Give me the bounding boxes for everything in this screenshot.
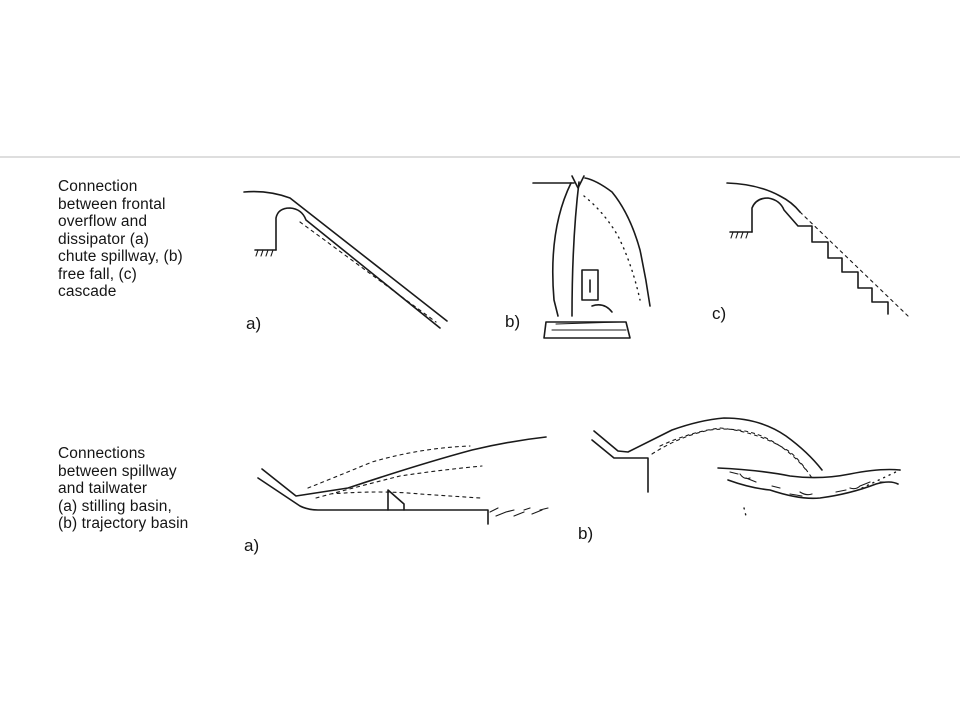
tailwater-surface: [717, 467, 901, 479]
trajectory-jet-spray: [651, 427, 813, 479]
top-caption-line: between frontal: [58, 195, 166, 213]
trajectory-basin-drawing: [591, 417, 901, 517]
cascade-drawing: [726, 182, 909, 317]
basin-floor: [257, 477, 489, 525]
label-top-b: b): [505, 312, 521, 331]
free-fall-jet: [584, 177, 651, 307]
bottom-caption-line: Connections: [58, 445, 146, 462]
chute-spillway-drawing: [243, 190, 448, 329]
powerhouse-block: [581, 269, 599, 301]
chute-flow-lines: [299, 221, 437, 323]
bottom-caption-line: (b) trajectory basin: [58, 515, 189, 532]
top-caption-line: chute spillway, (b): [58, 248, 183, 265]
bed-hatching: [255, 249, 274, 257]
label-bottom-b: b): [578, 524, 594, 543]
free-fall-drawing: [532, 175, 651, 339]
flip-bucket: [591, 439, 649, 493]
hydraulic-jump-turbulence: [307, 445, 483, 499]
chute-water-surface: [243, 190, 448, 322]
top-caption: Connection between frontal overflow and …: [58, 178, 183, 301]
label-top-a: a): [246, 314, 262, 333]
chute-floor: [275, 207, 441, 329]
label-bottom-a: a): [244, 536, 260, 555]
bottom-caption: Connections between spillway and tailwat…: [58, 445, 188, 533]
basin-water-surface: [261, 436, 547, 497]
top-caption-line: free fall, (c): [58, 265, 137, 283]
bottom-caption-line: and tailwater: [58, 480, 148, 497]
dam-downstream-face: [571, 181, 580, 317]
cascade-bed-hatching: [730, 231, 749, 239]
stilling-basin-drawing: [257, 436, 549, 525]
baffle-block: [387, 489, 405, 511]
basin-rocks: [551, 321, 627, 331]
crest-gate: [571, 175, 585, 189]
cascade-flow-line: [799, 211, 909, 317]
scour-debris: [743, 469, 901, 517]
cascade-steps: [751, 197, 889, 315]
cascade-water-surface: [726, 182, 801, 213]
dam-upstream-face: [552, 182, 572, 317]
free-fall-basin: [543, 321, 631, 339]
top-caption-line: cascade: [58, 283, 117, 300]
tailwater-riprap: [489, 507, 549, 517]
bottom-caption-line: (a) stilling basin,: [58, 497, 172, 515]
scour-rocks: [729, 471, 889, 497]
free-fall-spray: [583, 195, 641, 301]
trajectory-jet-upper: [593, 417, 823, 471]
top-caption-line: dissipator (a): [58, 230, 149, 248]
bottom-caption-line: between spillway: [58, 462, 177, 480]
plunge-pool: [591, 304, 613, 313]
top-caption-line: overflow and: [58, 213, 148, 230]
top-caption-line: Connection: [58, 178, 138, 195]
label-top-c: c): [712, 304, 727, 323]
